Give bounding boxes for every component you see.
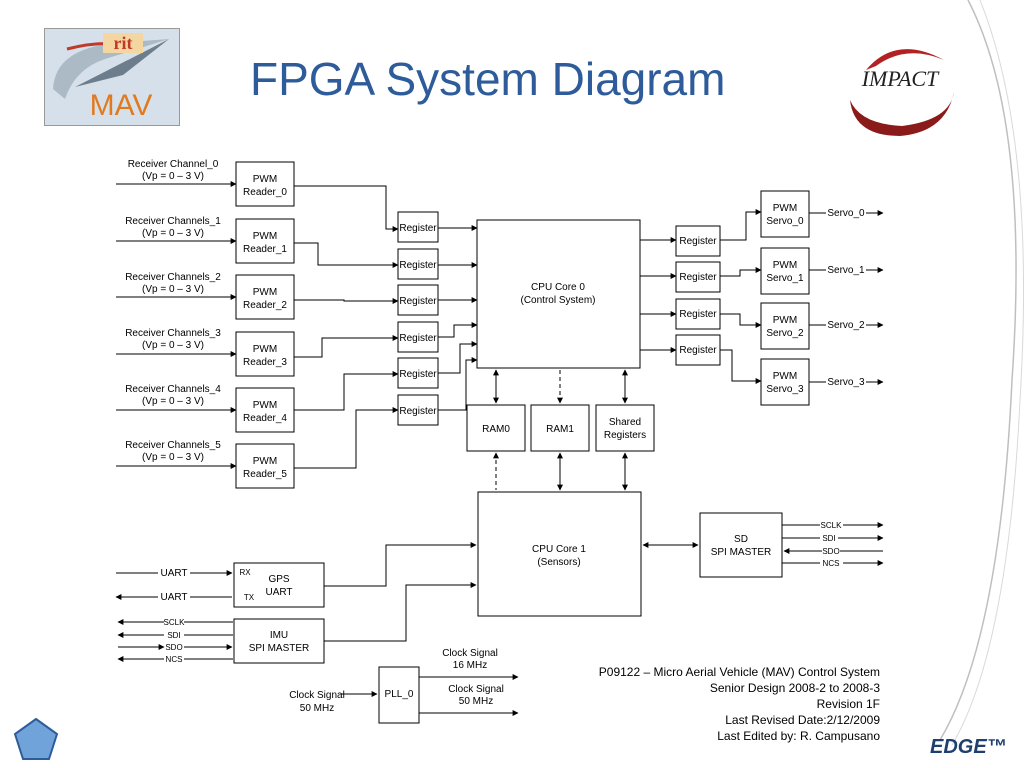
imu-signal-label: NCS	[166, 655, 183, 664]
pwm-reader-label: Reader_3	[243, 357, 287, 368]
clock-out-50mhz-label: 50 MHz	[459, 696, 493, 707]
pwm-servo-label: PWM	[773, 260, 797, 271]
pwm-servo-label: PWM	[773, 371, 797, 382]
info-line: Revision 1F	[817, 697, 880, 711]
input-label: (Vp = 0 – 3 V)	[142, 284, 204, 295]
servo-output-label: Servo_2	[827, 320, 865, 331]
info-line: Last Edited by: R. Campusano	[717, 729, 880, 743]
cpu-core-1-label: CPU Core 1	[532, 544, 586, 555]
pentagon-nav-icon[interactable]	[12, 716, 60, 762]
mav-logo-text: MAV	[90, 89, 153, 122]
shared-registers-label: Registers	[604, 430, 646, 441]
pwm-reader-label: Reader_1	[243, 244, 287, 255]
gps-tx-label: TX	[244, 593, 255, 602]
register-label: Register	[679, 345, 717, 356]
pll-label: PLL_0	[385, 689, 414, 700]
pwm-reader-label: Reader_4	[243, 413, 287, 424]
imu-spi-label: IMU	[270, 630, 288, 641]
pwm-reader-label: Reader_5	[243, 469, 287, 480]
input-label: (Vp = 0 – 3 V)	[142, 171, 204, 182]
input-label: Receiver Channel_0	[128, 159, 219, 170]
input-label: Receiver Channels_4	[125, 384, 221, 395]
clock-out-16mhz-label: Clock Signal	[442, 648, 498, 659]
rit-logo-text: rit	[114, 33, 133, 53]
input-label: Receiver Channels_3	[125, 328, 221, 339]
input-label: (Vp = 0 – 3 V)	[142, 452, 204, 463]
pwm-servo-label: PWM	[773, 203, 797, 214]
impact-logo: IMPACT	[836, 40, 960, 140]
register-label: Register	[679, 272, 717, 283]
pwm-servo-label: PWM	[773, 315, 797, 326]
servo-output-label: Servo_3	[827, 377, 865, 388]
rit-mav-logo: rit MAV	[44, 28, 180, 126]
uart-signal-label: UART	[160, 568, 187, 579]
sd-signal-label: NCS	[823, 559, 840, 568]
clock-in-label: 50 MHz	[300, 703, 334, 714]
pwm-reader-label: PWM	[253, 174, 277, 185]
slide-title: FPGA System Diagram	[250, 53, 726, 105]
sd-signal-label: SDO	[822, 547, 839, 556]
pwm-servo-label: Servo_3	[766, 384, 804, 395]
imu-signal-label: SDO	[165, 643, 182, 652]
imu-spi-label: SPI MASTER	[249, 643, 310, 654]
gps-rx-label: RX	[239, 568, 251, 577]
cpu-core-1-label: (Sensors)	[537, 557, 580, 568]
sd-spi-label: SD	[734, 534, 748, 545]
uart-signal-label: UART	[160, 592, 187, 603]
pwm-reader-label: PWM	[253, 344, 277, 355]
cpu-core-0-label: (Control System)	[520, 295, 595, 306]
register-label: Register	[399, 260, 437, 271]
sd-signal-label: SDI	[822, 534, 835, 543]
edge-logo-text: EDGE™	[930, 736, 1007, 758]
ram1-label: RAM1	[546, 424, 574, 435]
sd-spi-label: SPI MASTER	[711, 547, 772, 558]
info-line: Senior Design 2008-2 to 2008-3	[710, 681, 880, 695]
register-label: Register	[399, 296, 437, 307]
register-label: Register	[399, 406, 437, 417]
impact-logo-text: IMPACT	[861, 66, 940, 91]
clock-out-16mhz-label: 16 MHz	[453, 660, 487, 671]
register-label: Register	[399, 223, 437, 234]
pwm-reader-label: PWM	[253, 400, 277, 411]
shared-registers-label: Shared	[609, 417, 641, 428]
ram0-label: RAM0	[482, 424, 510, 435]
pwm-reader-label: Reader_2	[243, 300, 287, 311]
clock-in-label: Clock Signal	[289, 690, 345, 701]
info-line: P09122 – Micro Aerial Vehicle (MAV) Cont…	[599, 665, 880, 679]
register-label: Register	[679, 236, 717, 247]
servo-output-label: Servo_1	[827, 265, 865, 276]
servo-output-label: Servo_0	[827, 208, 865, 219]
gps-uart-label: GPS	[268, 574, 289, 585]
pwm-servo-label: Servo_2	[766, 328, 804, 339]
pwm-reader-label: PWM	[253, 287, 277, 298]
cpu-core-0-label: CPU Core 0	[531, 282, 585, 293]
input-label: (Vp = 0 – 3 V)	[142, 396, 204, 407]
sd-signal-label: SCLK	[821, 521, 843, 530]
input-label: Receiver Channels_5	[125, 440, 221, 451]
imu-signal-label: SCLK	[164, 618, 186, 627]
gps-uart-label: UART	[265, 587, 292, 598]
clock-out-50mhz-label: Clock Signal	[448, 684, 504, 695]
register-label: Register	[399, 333, 437, 344]
pwm-servo-label: Servo_0	[766, 216, 804, 227]
pwm-reader-label: Reader_0	[243, 187, 287, 198]
imu-signal-label: SDI	[167, 631, 180, 640]
register-label: Register	[399, 369, 437, 380]
pwm-servo-label: Servo_1	[766, 273, 804, 284]
input-label: (Vp = 0 – 3 V)	[142, 340, 204, 351]
info-line: Last Revised Date:2/12/2009	[725, 713, 880, 727]
input-label: Receiver Channels_2	[125, 272, 221, 283]
input-label: Receiver Channels_1	[125, 216, 221, 227]
pwm-reader-label: PWM	[253, 231, 277, 242]
pwm-reader-label: PWM	[253, 456, 277, 467]
register-label: Register	[679, 309, 717, 320]
input-label: (Vp = 0 – 3 V)	[142, 228, 204, 239]
